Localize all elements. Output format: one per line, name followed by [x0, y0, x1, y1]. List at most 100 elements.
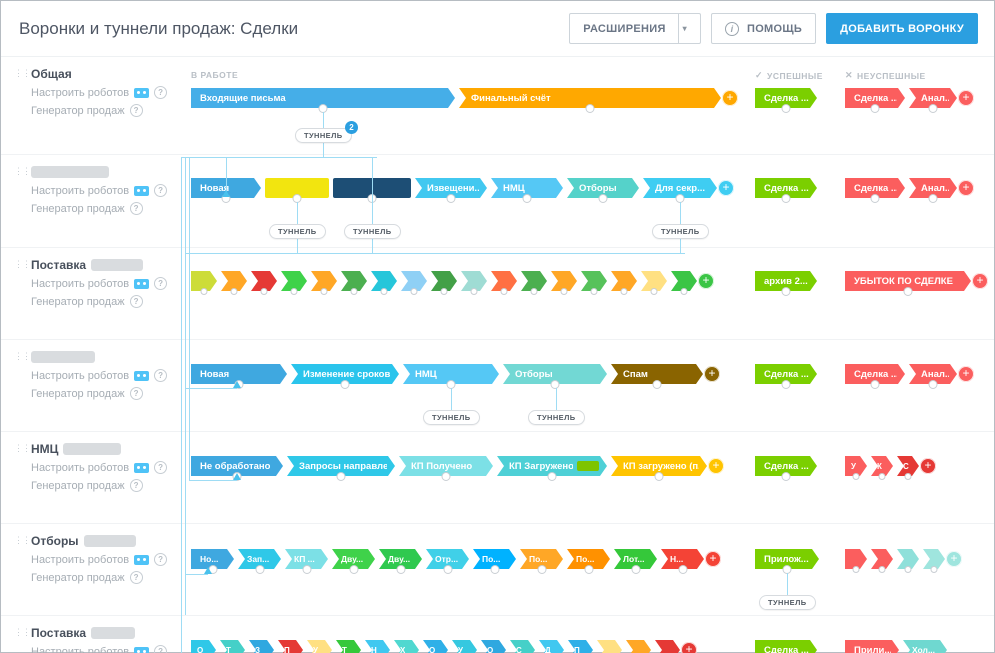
funnel-stage[interactable]: Входящие письма [191, 88, 455, 113]
configure-robots-link[interactable]: Настроить роботов? [31, 86, 175, 99]
funnel-stage[interactable] [671, 271, 697, 295]
stage-robot-dot[interactable] [870, 380, 880, 389]
stage-robot-dot[interactable] [781, 380, 791, 389]
funnel-stage[interactable]: Т [220, 640, 245, 653]
funnel-stage[interactable]: Т [336, 640, 361, 653]
funnel-stage[interactable] [626, 640, 651, 653]
funnel-stage[interactable]: КП Получено [399, 456, 493, 481]
stage-robot-dot[interactable] [781, 472, 791, 481]
stage-robot-dot[interactable] [782, 565, 792, 574]
fail-stage[interactable]: У [845, 456, 867, 480]
stage-robot-dot[interactable] [380, 288, 388, 295]
stage-robot-dot[interactable] [440, 288, 448, 295]
stage-robot-dot[interactable] [878, 473, 886, 480]
stage-robot-dot[interactable] [590, 288, 598, 295]
funnel-stage[interactable] [341, 271, 367, 295]
funnel-stage[interactable] [251, 271, 277, 295]
funnel-stage[interactable]: У [307, 640, 332, 653]
funnel-stage[interactable]: У [452, 640, 477, 653]
funnel-stage[interactable]: Отр... [426, 549, 469, 574]
stage-robot-dot[interactable] [200, 288, 208, 295]
funnel-stage[interactable] [611, 271, 637, 295]
sales-generator-link[interactable]: Генератор продаж? [31, 479, 175, 492]
add-stage-button[interactable]: + [705, 551, 721, 567]
funnel-stage[interactable]: Дву... [379, 549, 422, 574]
funnel-stage[interactable]: Извещени... [415, 178, 487, 203]
funnel-stage[interactable] [281, 271, 307, 295]
tunnel-label[interactable]: ТУННЕЛЬ [528, 410, 585, 425]
add-funnel-button[interactable]: ДОБАВИТЬ ВОРОНКУ [826, 13, 978, 44]
stage-robot-dot[interactable] [396, 565, 405, 574]
success-stage[interactable]: архив 2... [755, 271, 817, 296]
add-stage-button[interactable]: + [958, 90, 974, 106]
funnel-stage[interactable]: Х [394, 640, 419, 653]
success-stage[interactable]: Прилож... [755, 549, 819, 574]
fail-stage[interactable]: Анал... [909, 88, 957, 113]
funnel-stage[interactable]: Не обработано [191, 456, 283, 481]
funnel-stage[interactable]: НМЦ [403, 364, 499, 389]
funnel-stage[interactable] [597, 640, 622, 653]
stage-robot-dot[interactable] [490, 565, 499, 574]
funnel-stage[interactable]: По... [567, 549, 610, 574]
funnel-stage[interactable] [191, 271, 217, 295]
configure-robots-link[interactable]: Настроить роботов? [31, 553, 175, 566]
drag-handle-icon[interactable]: ⋮⋮ [14, 535, 31, 545]
stage-robot-dot[interactable] [650, 288, 658, 295]
funnel-stage[interactable] [431, 271, 457, 295]
funnel-stage[interactable]: По... [473, 549, 516, 574]
funnel-stage[interactable]: Спам [611, 364, 703, 389]
stage-robot-dot[interactable] [678, 565, 687, 574]
funnel-stage[interactable]: Изменение сроков [291, 364, 399, 389]
tunnel-label[interactable]: ТУННЕЛЬ [423, 410, 480, 425]
stage-robot-dot[interactable] [446, 194, 456, 203]
sales-generator-link[interactable]: Генератор продаж? [31, 387, 175, 400]
funnel-stage[interactable]: З [249, 640, 274, 653]
stage-robot-dot[interactable] [675, 194, 685, 203]
funnel-stage[interactable] [521, 271, 547, 295]
funnel-stage[interactable]: О [423, 640, 448, 653]
stage-robot-dot[interactable] [232, 472, 242, 481]
fail-stage[interactable]: Сделка ... [845, 364, 905, 389]
stage-robot-dot[interactable] [928, 104, 938, 113]
configure-robots-link[interactable]: Настроить роботов? [31, 277, 175, 290]
stage-robot-dot[interactable] [781, 287, 791, 296]
sales-generator-link[interactable]: Генератор продаж? [31, 104, 175, 117]
funnel-stage[interactable] [581, 271, 607, 295]
drag-handle-icon[interactable]: ⋮⋮ [14, 166, 31, 176]
funnel-stage[interactable]: Зап... [238, 549, 281, 574]
funnel-stage[interactable] [551, 271, 577, 295]
sales-generator-link[interactable]: Генератор продаж? [31, 571, 175, 584]
add-stage-button[interactable]: + [681, 642, 697, 653]
funnel-stage[interactable] [491, 271, 517, 295]
add-stage-button[interactable]: + [958, 180, 974, 196]
success-stage[interactable]: Сделка ... [755, 640, 817, 653]
funnel-stage[interactable]: НМЦ [491, 178, 563, 203]
stage-robot-dot[interactable] [631, 565, 640, 574]
fail-stage[interactable]: Сделка ... [845, 178, 905, 203]
drag-handle-icon[interactable]: ⋮⋮ [14, 443, 31, 453]
stage-robot-dot[interactable] [340, 380, 350, 389]
stage-robot-dot[interactable] [550, 380, 560, 389]
funnel-stage[interactable]: О [191, 640, 216, 653]
stage-robot-dot[interactable] [584, 565, 593, 574]
stage-robot-dot[interactable] [410, 288, 418, 295]
drag-handle-icon[interactable]: ⋮⋮ [14, 627, 31, 637]
funnel-stage[interactable] [333, 178, 411, 203]
fail-stage[interactable]: Анал... [909, 178, 957, 203]
fail-stage[interactable]: Хол... [903, 640, 947, 653]
stage-robot-dot[interactable] [500, 288, 508, 295]
success-stage[interactable]: Сделка ... [755, 88, 817, 113]
add-stage-button[interactable]: + [698, 273, 714, 289]
stage-robot-dot[interactable] [878, 566, 886, 573]
sales-generator-link[interactable]: Генератор продаж? [31, 295, 175, 308]
stage-robot-dot[interactable] [221, 194, 231, 203]
stage-robot-dot[interactable] [537, 565, 546, 574]
fail-stage[interactable]: С [897, 456, 919, 480]
stage-robot-dot[interactable] [443, 565, 452, 574]
fail-stage[interactable]: К [871, 456, 893, 480]
tunnel-label[interactable]: ТУННЕЛЬ [295, 128, 352, 143]
stage-robot-dot[interactable] [652, 380, 662, 389]
stage-robot-dot[interactable] [781, 194, 791, 203]
funnel-stage[interactable]: Новая [191, 364, 287, 389]
tunnel-label[interactable]: ТУННЕЛЬ [269, 224, 326, 239]
